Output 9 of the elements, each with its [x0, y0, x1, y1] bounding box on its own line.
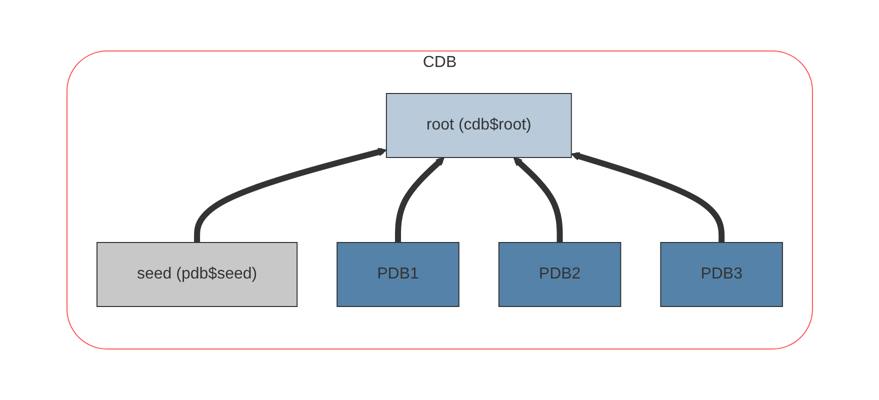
arrow: [194, 148, 387, 242]
arrow: [394, 157, 444, 242]
node-box: seed (pdb$seed): [96, 242, 298, 307]
node-box: PDB3: [660, 242, 783, 307]
arrow: [570, 152, 724, 242]
node-box: PDB2: [498, 242, 621, 307]
node-box: PDB1: [336, 242, 460, 307]
node-box: root (cdb$root): [386, 93, 572, 158]
arrow: [513, 157, 563, 242]
